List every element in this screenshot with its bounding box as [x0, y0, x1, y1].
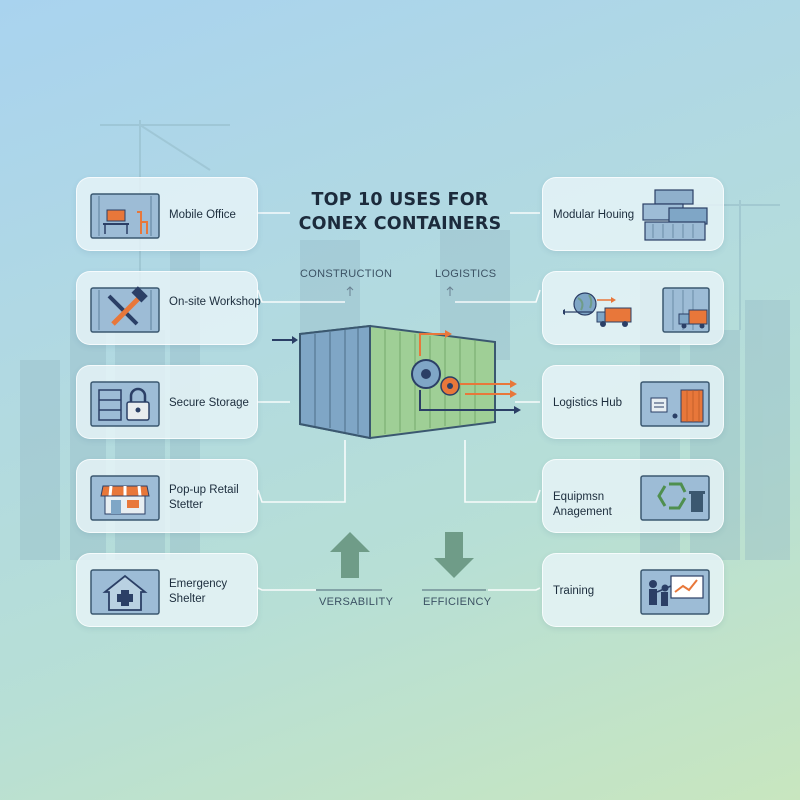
use-label: Training	[553, 585, 595, 597]
use-label: Pop-up Retail Stetter	[169, 484, 239, 511]
use-label: Mobile Office	[169, 209, 236, 221]
central-container-illustration	[272, 324, 521, 440]
presentation-board-icon	[640, 569, 710, 615]
versatility-up-arrow-icon	[330, 532, 370, 578]
desk-chair-icon	[90, 193, 160, 239]
use-label: Equipmsn Anagement	[553, 491, 612, 518]
recycle-icon	[640, 475, 710, 521]
title-line-1: TOP 10 USES FOR	[311, 190, 489, 210]
use-card-global-logistics[interactable]	[542, 271, 724, 345]
use-label: Logistics Hub	[553, 397, 623, 409]
label-versatility: VERSABILITY	[319, 596, 394, 608]
tools-icon	[90, 286, 160, 333]
use-label: Emergency Shelter	[169, 578, 228, 605]
efficiency-down-arrow-icon	[434, 532, 474, 578]
use-card-onsite-workshop[interactable]: On-site Workshop	[76, 271, 261, 345]
use-card-popup-retail[interactable]: Pop-up Retail Stetter	[76, 459, 258, 533]
use-label: On-site Workshop	[169, 296, 261, 308]
globe-truck-icon	[563, 292, 632, 327]
use-card-secure-storage[interactable]: Secure Storage	[76, 365, 258, 439]
use-card-modular-housing[interactable]: Modular Houing	[542, 177, 724, 251]
hub-container-icon	[640, 381, 710, 427]
stacked-containers-icon	[642, 189, 708, 241]
use-label: Modular Houing	[553, 209, 635, 221]
label-logistics: LOGISTICS	[435, 268, 497, 280]
process-arrows-icon	[419, 333, 510, 395]
use-card-mobile-office[interactable]: Mobile Office	[76, 177, 258, 251]
use-label: Secure Storage	[169, 397, 249, 409]
use-card-training[interactable]: Training	[542, 553, 724, 627]
container-truck-icon	[662, 287, 710, 333]
gear-icon	[411, 359, 460, 396]
storefront-icon	[90, 475, 160, 521]
use-card-logistics-hub[interactable]: Logistics Hub	[542, 365, 724, 439]
title-line-2: CONEX CONTAINERS	[298, 214, 502, 234]
use-card-equipment-management[interactable]: Equipmsn Anagement	[542, 459, 724, 533]
label-efficiency: EFFICIENCY	[423, 596, 492, 608]
use-card-emergency-shelter[interactable]: Emergency Shelter	[76, 553, 258, 627]
padlock-icon	[90, 381, 160, 427]
page-title: TOP 10 USES FOR CONEX CONTAINERS	[262, 188, 538, 236]
inbound-arrow-icon	[272, 336, 298, 344]
medical-house-icon	[90, 569, 160, 615]
label-construction: CONSTRUCTION	[300, 268, 393, 280]
